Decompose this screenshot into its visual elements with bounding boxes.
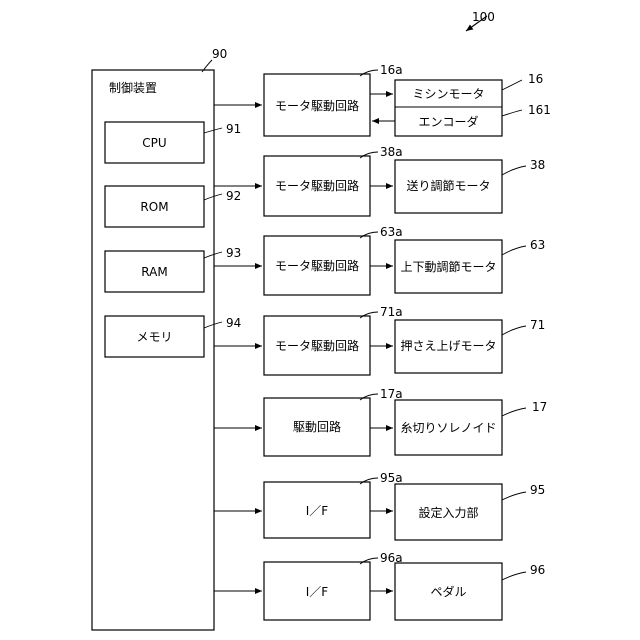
setting-input-label: 設定入力部 xyxy=(418,505,478,520)
pedal-label: ペダル xyxy=(430,584,466,599)
presser-motor-ref-leader xyxy=(502,326,526,335)
solenoid-label: 糸切りソレノイド xyxy=(400,421,496,435)
driver-71a-label: モータ駆動回路 xyxy=(275,338,359,353)
feed-motor-label: 送り調節モータ xyxy=(406,178,490,193)
driver-16a-label: モータ駆動回路 xyxy=(275,98,359,113)
pedal-ref-leader xyxy=(502,572,526,580)
if-96a-label: I／F xyxy=(306,585,329,599)
encoder-ref: 161 xyxy=(528,103,551,117)
setting-input-ref-leader xyxy=(502,492,526,500)
driver-38a-ref: 38a xyxy=(380,145,403,159)
figure-ref-label: 100 xyxy=(472,10,495,24)
internal-unit-memory: メモリ 94 xyxy=(105,316,241,357)
updown-motor-ref: 63 xyxy=(530,238,545,252)
rom-label: ROM xyxy=(140,200,168,214)
encoder-label: エンコーダ xyxy=(418,114,478,129)
cpu-ref: 91 xyxy=(226,122,241,136)
cpu-label: CPU xyxy=(142,136,166,150)
sewing-motor-ref: 16 xyxy=(528,72,543,86)
if-95a-label: I／F xyxy=(306,504,329,518)
driver-17a-label: 駆動回路 xyxy=(293,419,341,434)
presser-motor-ref: 71 xyxy=(530,318,545,332)
pedal-ref: 96 xyxy=(530,563,545,577)
if-95a-ref: 95a xyxy=(380,471,403,485)
internal-unit-rom: ROM 92 xyxy=(105,186,241,227)
memory-label: メモリ xyxy=(136,330,172,344)
driver-71a-ref: 71a xyxy=(380,305,403,319)
memory-ref: 94 xyxy=(226,316,241,330)
driver-38a-label: モータ駆動回路 xyxy=(275,178,359,193)
internal-unit-cpu: CPU 91 xyxy=(105,122,241,163)
internal-unit-ram: RAM 93 xyxy=(105,246,241,292)
ram-label: RAM xyxy=(141,265,167,279)
solenoid-ref: 17 xyxy=(532,400,547,414)
sewing-motor-label: ミシンモータ xyxy=(412,87,484,101)
rom-ref: 92 xyxy=(226,189,241,203)
presser-motor-label: 押さえ上げモータ xyxy=(400,339,496,353)
solenoid-ref-leader xyxy=(502,408,526,416)
controller-ref: 90 xyxy=(212,47,227,61)
setting-input-ref: 95 xyxy=(530,483,545,497)
feed-motor-ref-leader xyxy=(502,166,526,175)
ram-ref: 93 xyxy=(226,246,241,260)
updown-motor-label: 上下動調節モータ xyxy=(400,259,496,274)
driver-63a-ref: 63a xyxy=(380,225,403,239)
driver-17a-ref: 17a xyxy=(380,387,403,401)
driver-16a-ref: 16a xyxy=(380,63,403,77)
sewing-motor-ref-leader xyxy=(502,80,522,90)
updown-motor-ref-leader xyxy=(502,246,526,255)
feed-motor-ref: 38 xyxy=(530,158,545,172)
controller-label: 制御装置 xyxy=(109,80,157,95)
driver-63a-label: モータ駆動回路 xyxy=(275,258,359,273)
encoder-ref-leader xyxy=(502,110,522,116)
